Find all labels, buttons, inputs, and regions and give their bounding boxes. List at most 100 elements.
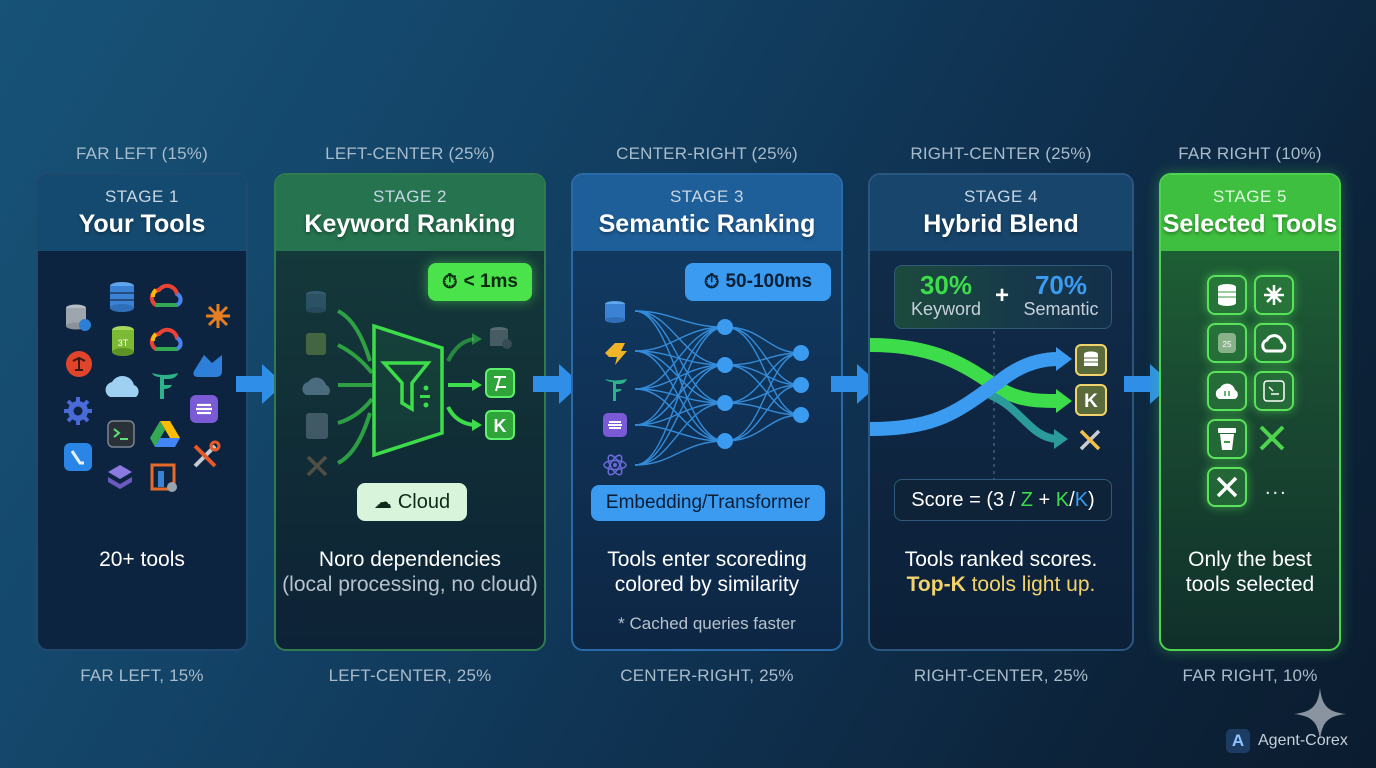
neural-network-diagram <box>603 301 809 476</box>
k-tool-gold-icon: K <box>1075 384 1107 416</box>
tool-selected-icon <box>485 368 515 398</box>
stage-number: STAGE 2 <box>372 187 448 206</box>
gear-icon <box>64 397 92 425</box>
stage-header: STAGE 1 Your Tools <box>38 175 246 251</box>
stage-number: STAGE 4 <box>963 187 1039 206</box>
top-k-bold: Top-K <box>906 573 966 596</box>
description-main: Tools ranked scores. <box>904 548 1098 571</box>
position-label-top-2: LEFT-CENTER (25%) <box>325 144 495 163</box>
wrench-screwdriver-icon <box>1257 423 1291 457</box>
stage-body: 3T <box>38 251 246 649</box>
selected-zapier-icon <box>1254 275 1294 315</box>
stage-card-1: STAGE 1 Your Tools <box>36 173 248 651</box>
selected-cloud-sync-icon <box>1207 371 1247 411</box>
formula-k2: K <box>1074 488 1089 511</box>
zapier-runner-icon <box>605 343 627 365</box>
description-highlight: Top-K tools light up. <box>870 572 1132 597</box>
position-label-bottom-5: FAR RIGHT, 10% <box>1182 666 1318 685</box>
google-cloud-icon <box>149 327 183 351</box>
google-cloud-icon <box>149 283 183 307</box>
position-label-top-4: RIGHT-CENTER (25%) <box>910 144 1092 163</box>
stage-title: Hybrid Blend <box>923 210 1079 238</box>
database-icon <box>306 291 326 313</box>
database-3t-icon: 3T <box>112 326 134 356</box>
stage-header: STAGE 3 Semantic Ranking <box>573 175 841 251</box>
flask-f-icon <box>152 373 178 399</box>
zapier-icon <box>206 304 230 328</box>
stage-body: 30% Keyword + 70% Semantic K Score = (3 … <box>870 251 1132 649</box>
database-icon <box>605 301 625 323</box>
database-lock-icon <box>490 327 512 349</box>
stage-body: 25 ... Only the best tools selected <box>1161 251 1339 649</box>
stage-title: Selected Tools <box>1162 210 1338 238</box>
stage-title: Semantic Ranking <box>598 210 816 238</box>
position-label-top-5: FAR RIGHT (10%) <box>1178 144 1322 163</box>
database-3t-icon <box>306 333 326 355</box>
stage-header: STAGE 5 Selected Tools <box>1161 175 1339 251</box>
svg-text:K: K <box>1084 391 1098 412</box>
stage-header: STAGE 4 Hybrid Blend <box>870 175 1132 251</box>
score-formula: Score = (3 / Z + K/K) <box>894 479 1112 521</box>
selected-bucket-icon <box>1207 419 1247 459</box>
blend-flow-diagram: K <box>870 331 1107 479</box>
wrench-screwdriver-icon <box>1079 429 1101 451</box>
description-main: Noro dependencies <box>318 548 502 571</box>
position-label-bottom-4: RIGHT-CENTER, 25% <box>913 666 1089 685</box>
semantic-label: Semantic <box>1023 299 1099 319</box>
network-nodes <box>717 319 809 449</box>
timing-badge: ⏱ < 1ms <box>428 263 532 301</box>
cloud-icon <box>105 376 139 397</box>
tool-icon <box>306 413 328 439</box>
wrench-screwdriver-icon <box>193 440 221 468</box>
timing-badge: ⏱ 50-100ms <box>685 263 831 301</box>
stack-list-icon <box>603 413 627 437</box>
position-label-top-1: FAR LEFT (15%) <box>76 144 208 163</box>
keyword-label: Keyword <box>910 299 982 319</box>
position-label-top-3: CENTER-RIGHT (25%) <box>616 144 798 163</box>
plus-sign: + <box>995 282 1010 309</box>
selected-terminal-icon <box>1254 371 1294 411</box>
settings-box-icon <box>150 463 177 492</box>
svg-text:K: K <box>494 416 507 436</box>
formula-z: Z <box>1020 488 1033 511</box>
flow-arrow-icon <box>236 364 284 404</box>
svg-text:25: 25 <box>1223 340 1232 349</box>
stage-card-2: STAGE 2 Keyword Ranking ⏱ < 1ms <box>274 173 546 651</box>
stage-card-5: STAGE 5 Selected Tools 25 ... <box>1159 173 1341 651</box>
highlight-rest: tools light up. <box>965 573 1096 596</box>
watermark-text: Agent-Corex <box>1258 732 1348 749</box>
agent-corex-watermark: A Agent-Corex <box>1226 729 1348 753</box>
database-gold-icon <box>1075 344 1107 376</box>
stage-note: * Cached queries faster <box>618 614 796 633</box>
cloud-icon <box>302 377 330 395</box>
keyword-percent: 30% <box>919 270 973 300</box>
stage-card-3: STAGE 3 Semantic Ranking ⏱ 50-100ms <box>571 173 843 651</box>
stopwatch-icon: ⏱ <box>441 270 458 293</box>
scale-icon <box>66 351 92 377</box>
stack-icon <box>108 465 132 489</box>
svg-text:3T: 3T <box>118 338 129 348</box>
formula-plus: + <box>1033 488 1056 511</box>
formula-suffix: ) <box>1088 488 1095 511</box>
stage-card-4: STAGE 4 Hybrid Blend 30% Keyword + 70% S… <box>868 173 1134 651</box>
sparkle-icon <box>1294 688 1346 740</box>
cloud-badge: ☁ Cloud <box>357 483 467 521</box>
azure-icon <box>193 355 222 377</box>
keyword-filter-diagram: K <box>302 291 515 477</box>
selected-database-25-icon: 25 <box>1207 323 1247 363</box>
semantic-percent: 70% <box>1034 270 1088 300</box>
position-label-bottom-3: CENTER-RIGHT, 25% <box>620 666 794 685</box>
flow-arrow-icon <box>831 364 879 404</box>
stage-number: STAGE 3 <box>669 187 745 206</box>
selected-database-icon <box>1207 275 1247 315</box>
formula-k1: K <box>1055 488 1070 511</box>
stage-title: Your Tools <box>78 210 206 238</box>
wrench-screwdriver-icon <box>306 455 328 477</box>
timing-value: < 1ms <box>463 271 518 292</box>
flow-arrow-icon <box>533 364 581 404</box>
stage-description: Tools ranked scores. Top-K tools light u… <box>870 547 1132 597</box>
position-label-bottom-2: LEFT-CENTER, 25% <box>328 666 492 685</box>
stage-description: Tools enter scoreding colored by similar… <box>607 548 807 596</box>
formula-prefix: Score = (3 / <box>911 488 1021 511</box>
selected-cloud-icon <box>1254 323 1294 363</box>
